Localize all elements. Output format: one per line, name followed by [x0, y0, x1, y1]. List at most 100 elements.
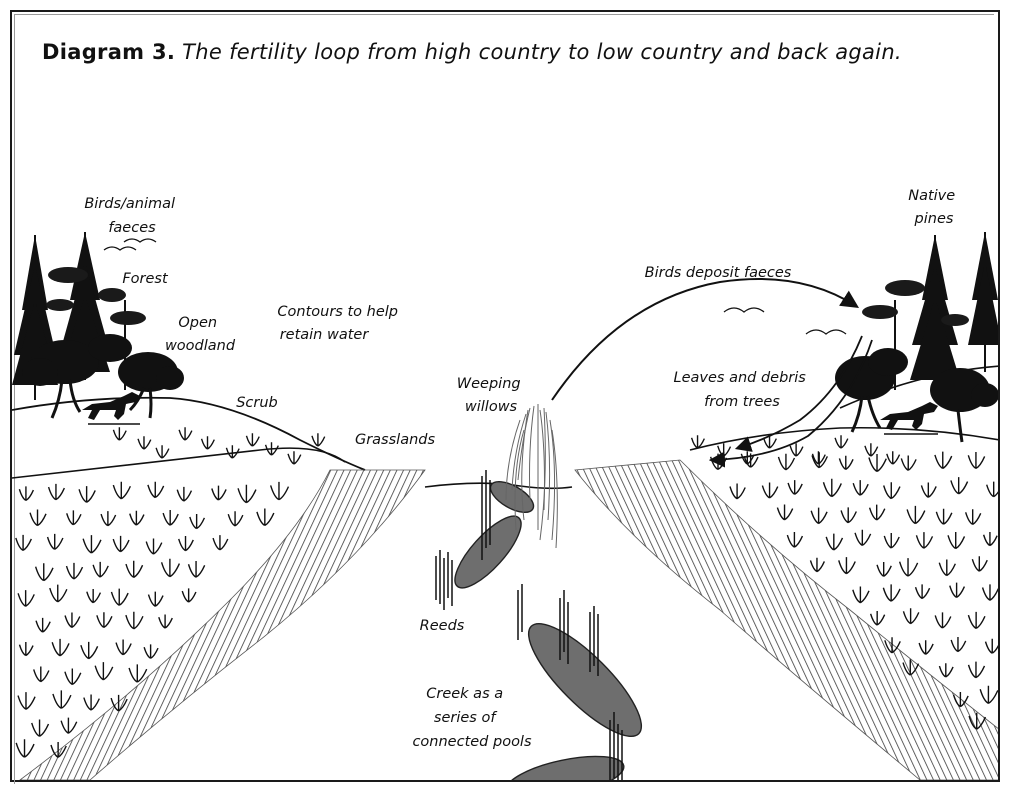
- grass-tuft: [113, 536, 129, 552]
- grass-tuft: [839, 557, 856, 574]
- grass-tuft: [877, 562, 891, 576]
- grass-tuft: [52, 639, 69, 656]
- label-native-pines: Native pines: [908, 188, 960, 227]
- label-birds-animal-faeces: Birds/animal faeces: [84, 196, 179, 236]
- grass-tuft: [93, 562, 108, 577]
- grass-tuft: [49, 484, 65, 500]
- grass-tuft: [741, 451, 754, 464]
- grass-tuft: [97, 612, 112, 627]
- grass-tuft: [83, 535, 101, 553]
- grass-tuft: [101, 511, 116, 526]
- grass-tuft: [986, 639, 1000, 653]
- grass-tuft: [968, 452, 984, 468]
- grass-tuft: [19, 486, 33, 500]
- grass-tuft: [903, 608, 918, 623]
- grass-tuft: [987, 482, 1002, 497]
- grass-tuft: [67, 563, 83, 579]
- left-upper-ground-line: [12, 398, 365, 470]
- right-lower-ground-line: [690, 428, 1000, 450]
- grass-tuft: [18, 590, 34, 606]
- label-creek: Creek as a series of connected pools: [412, 686, 532, 750]
- grass-tuft: [146, 539, 162, 555]
- left-forest: [12, 232, 184, 424]
- grass-tuft: [226, 445, 239, 458]
- grass-tuft: [65, 669, 81, 685]
- grass-tuft: [853, 480, 868, 495]
- grass-tuft: [238, 485, 256, 503]
- left-grass-strip: [20, 470, 425, 780]
- grass-tuft: [113, 427, 126, 440]
- grass-tuft: [50, 585, 67, 602]
- grass-tuft: [113, 482, 130, 499]
- grass-tuft: [787, 532, 802, 547]
- right-native-pines: [835, 232, 1002, 442]
- right-birds: [724, 308, 846, 334]
- grass-tuft: [887, 451, 900, 464]
- grass-tuft: [116, 639, 131, 654]
- grass-tuft: [129, 664, 147, 682]
- grass-tuft: [65, 613, 80, 628]
- left-horse: [82, 392, 140, 420]
- grass-tuft: [810, 558, 824, 572]
- grass-tuft: [126, 612, 143, 629]
- label-open-woodland: Open woodland: [165, 315, 236, 354]
- grass-tuft: [839, 456, 853, 470]
- grass-tuft: [53, 690, 71, 708]
- grass-tuft: [972, 556, 987, 571]
- label-weeping-willows: Weeping willows: [457, 376, 525, 415]
- grass-tuft: [288, 451, 301, 464]
- grass-tuft: [939, 559, 955, 575]
- grass-tuft: [900, 558, 918, 576]
- grass-tuft: [871, 611, 885, 625]
- grass-tuft: [228, 511, 243, 526]
- grass-tuft: [34, 666, 49, 681]
- grass-tuft: [983, 584, 999, 600]
- grass-tuft: [869, 454, 886, 471]
- grass-tuft: [853, 587, 869, 603]
- grass-tuft: [777, 504, 792, 519]
- grass-tuft: [919, 640, 933, 654]
- grass-tuft: [30, 510, 46, 526]
- grass-tuft: [950, 583, 965, 598]
- grass-tuft: [811, 508, 827, 524]
- grass-tuft: [95, 662, 113, 680]
- grass-tuft: [980, 686, 998, 704]
- grass-tuft: [916, 584, 930, 598]
- label-leaves-debris: Leaves and debris from trees: [674, 370, 811, 410]
- grass-tuft: [130, 511, 144, 525]
- grass-tuft: [79, 486, 95, 502]
- grass-tuft: [883, 584, 900, 601]
- grass-tuft: [212, 486, 226, 500]
- label-forest: Forest: [122, 271, 169, 287]
- grass-tuft: [939, 663, 953, 677]
- grass-tuft: [61, 718, 77, 734]
- grass-tuft: [936, 509, 951, 524]
- grass-tuft: [257, 508, 274, 525]
- grass-tuft: [213, 535, 228, 550]
- grass-tuft: [790, 443, 803, 456]
- grass-tuft: [692, 435, 705, 448]
- grass-tuft: [266, 442, 279, 455]
- left-birds: [104, 239, 156, 250]
- grass-tuft: [841, 507, 856, 522]
- grass-tuft: [870, 505, 885, 520]
- grass-tuft: [163, 510, 178, 525]
- grass-tuft: [138, 436, 151, 449]
- grass-tuft: [67, 510, 81, 524]
- grass-tuft: [32, 720, 49, 737]
- grass-tuft: [36, 618, 50, 632]
- grass-tuft: [177, 487, 191, 501]
- grass-tuft: [148, 482, 164, 498]
- grass-tuft: [855, 530, 871, 546]
- label-scrub: Scrub: [236, 395, 278, 411]
- grass-tuft: [884, 533, 899, 548]
- grass-tuft: [969, 662, 985, 678]
- grass-tuft: [948, 532, 964, 548]
- grass-tuft: [179, 427, 192, 440]
- grass-tuft: [16, 739, 34, 757]
- grass-tuft: [182, 588, 196, 602]
- label-grasslands: Grasslands: [355, 432, 436, 448]
- grass-tuft: [16, 535, 32, 551]
- grass-tuft: [951, 637, 966, 652]
- grass-tuft: [202, 436, 215, 449]
